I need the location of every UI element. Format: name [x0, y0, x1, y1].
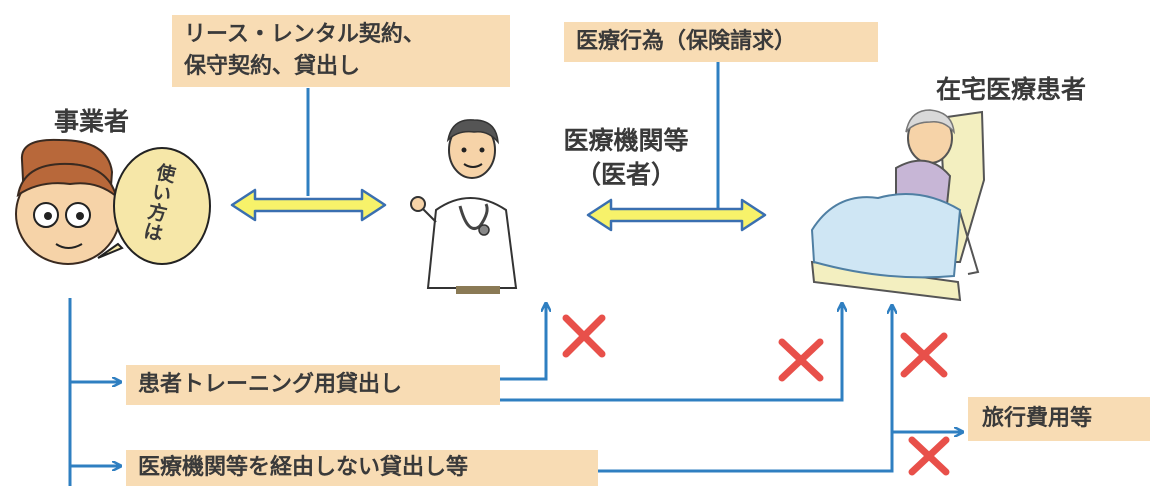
- not-via-institution-box: 医療機関等を経由しない貸出し等: [126, 450, 598, 486]
- cross-icon: [908, 436, 950, 476]
- business-institution-double-arrow: [230, 188, 387, 222]
- training-lending-box: 患者トレーニング用貸出し: [126, 365, 500, 405]
- lease-contract-box: リース・レンタル契約、 保守契約、貸出し: [172, 15, 510, 87]
- medical-act-label: 医療行為（保険請求）: [576, 29, 797, 54]
- institution-label-line1: 医療機関等: [563, 126, 689, 155]
- travel-expenses-box: 旅行費用等: [968, 397, 1150, 441]
- lease-contract-line1: リース・レンタル契約、: [184, 22, 425, 47]
- business-person-illustration: [15, 138, 121, 265]
- lease-contract-line2: 保守契約、貸出し: [184, 54, 361, 79]
- training-to-institution-arrow: [500, 304, 546, 381]
- patient-label: 在宅医療患者: [936, 75, 1087, 104]
- doctor-illustration: [410, 119, 518, 294]
- not-via-institution-label: 医療機関等を経由しない貸出し等: [138, 455, 469, 480]
- patient-illustration: [810, 109, 986, 302]
- institution-label: 医療機関等 （医者）: [538, 124, 714, 192]
- cross-icon: [778, 338, 824, 382]
- business-label: 事業者: [54, 107, 130, 136]
- training-to-patient-arrow: [500, 304, 842, 402]
- institution-label-line2: （医者）: [575, 160, 676, 189]
- cross-icon: [562, 314, 606, 358]
- medical-act-box: 医療行為（保険請求）: [564, 22, 878, 62]
- speech-bubble: [97, 147, 211, 265]
- travel-expenses-label: 旅行費用等: [982, 406, 1093, 431]
- not-via-to-patient-arrow: [598, 306, 892, 473]
- cross-icon: [900, 332, 948, 378]
- training-lending-label: 患者トレーニング用貸出し: [138, 372, 403, 397]
- institution-patient-double-arrow: [586, 198, 767, 232]
